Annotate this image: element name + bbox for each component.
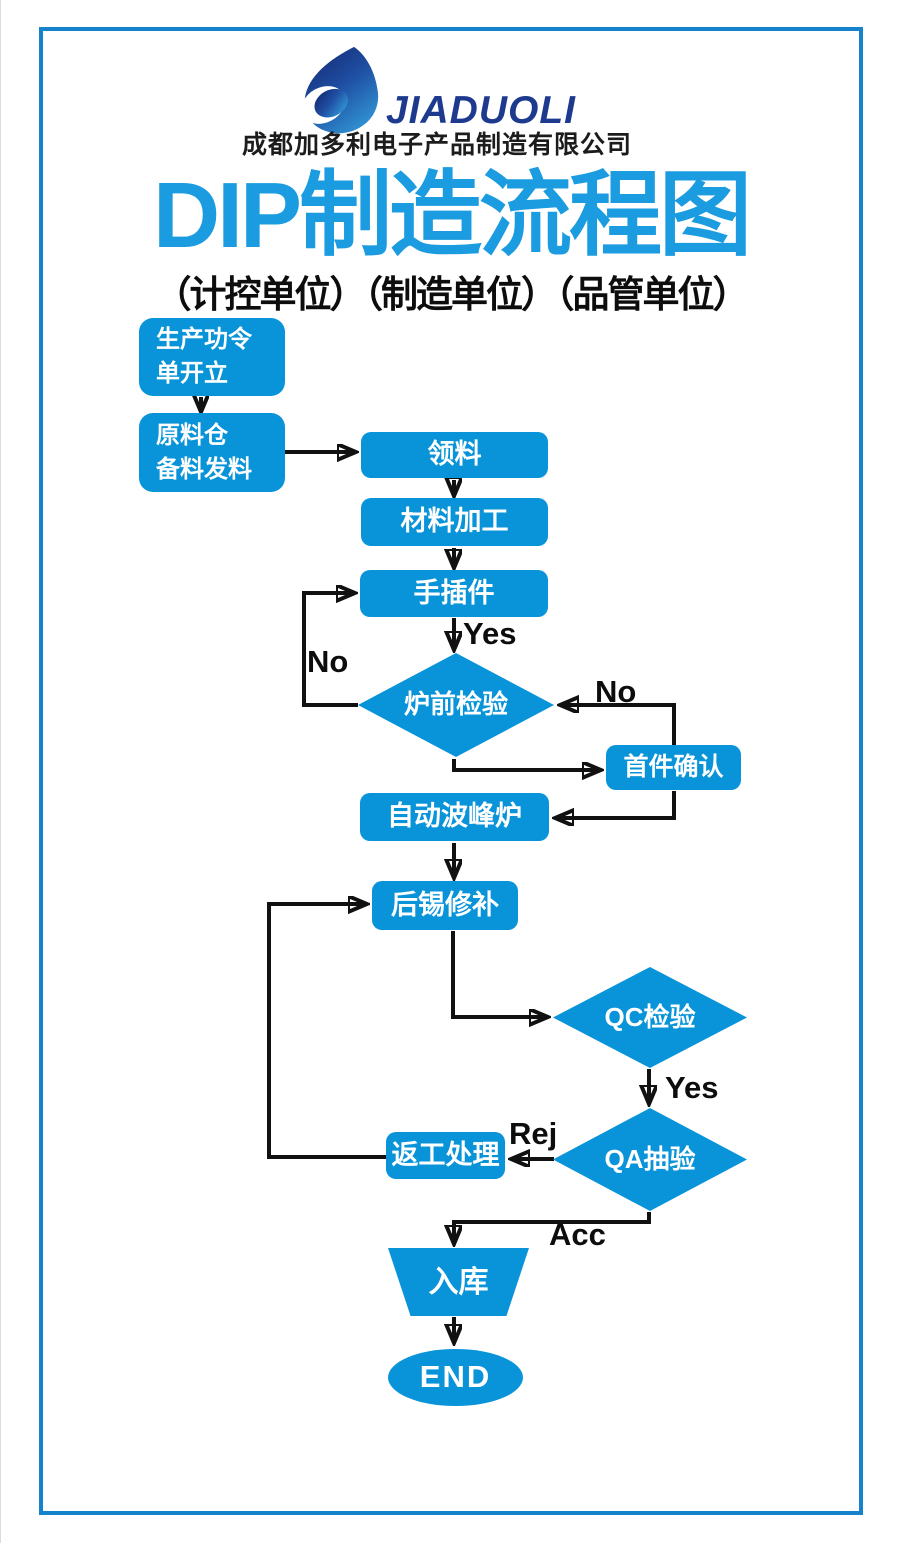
node-pick-material: 领料: [361, 432, 548, 478]
node-solder-touch-up: 后锡修补: [372, 881, 518, 930]
node-production-order-open: 生产功令 单开立: [139, 318, 285, 396]
company-name: 成都加多利电子产品制造有限公司: [241, 131, 632, 159]
edge-label-rej-qa: Rej: [509, 1116, 558, 1151]
edge-qa-acc-to-warehouse: [454, 1212, 651, 1242]
node-warehouse-in: 入库: [388, 1248, 529, 1316]
edge-label-yes-qc: Yes: [665, 1070, 719, 1105]
node-hand-insert: 手插件: [360, 570, 548, 617]
node-end: END: [388, 1349, 523, 1406]
edge-label-no-preoven: No: [307, 644, 349, 679]
edge-label-no-firstarticle: No: [595, 674, 637, 709]
node-rework: 返工处理: [386, 1132, 505, 1179]
node-raw-material-prep: 原料仓 备料发料: [139, 413, 285, 492]
edge-touchup-to-qc: [451, 931, 546, 1017]
logo-row: JIADUOLI: [1, 44, 871, 134]
poster-border-frame: [39, 27, 863, 1515]
edge-rework-loop-to-touchup: [267, 904, 386, 1159]
node-first-article-confirm: 首件确认: [606, 745, 741, 790]
edge-firstarticle-no-to-preoven: [562, 705, 676, 745]
edge-label-yes-insert: Yes: [463, 616, 517, 651]
company-logo-icon: [301, 46, 379, 134]
page-title: DIP制造流程图: [152, 163, 752, 267]
node-material-processing: 材料加工: [361, 498, 548, 546]
node-wave-solder: 自动波峰炉: [360, 793, 549, 841]
logo-wordmark: JIADUOLI: [385, 89, 576, 132]
edge-preoven-no-loop-to-insert: [302, 593, 358, 707]
page-subtitle: （计控单位）（制造单位）（品管单位）: [154, 274, 750, 315]
edge-label-acc-qa: Acc: [549, 1217, 606, 1252]
edge-firstarticle-to-wave: [557, 791, 676, 818]
edge-preoven-to-firstarticle: [452, 759, 599, 770]
